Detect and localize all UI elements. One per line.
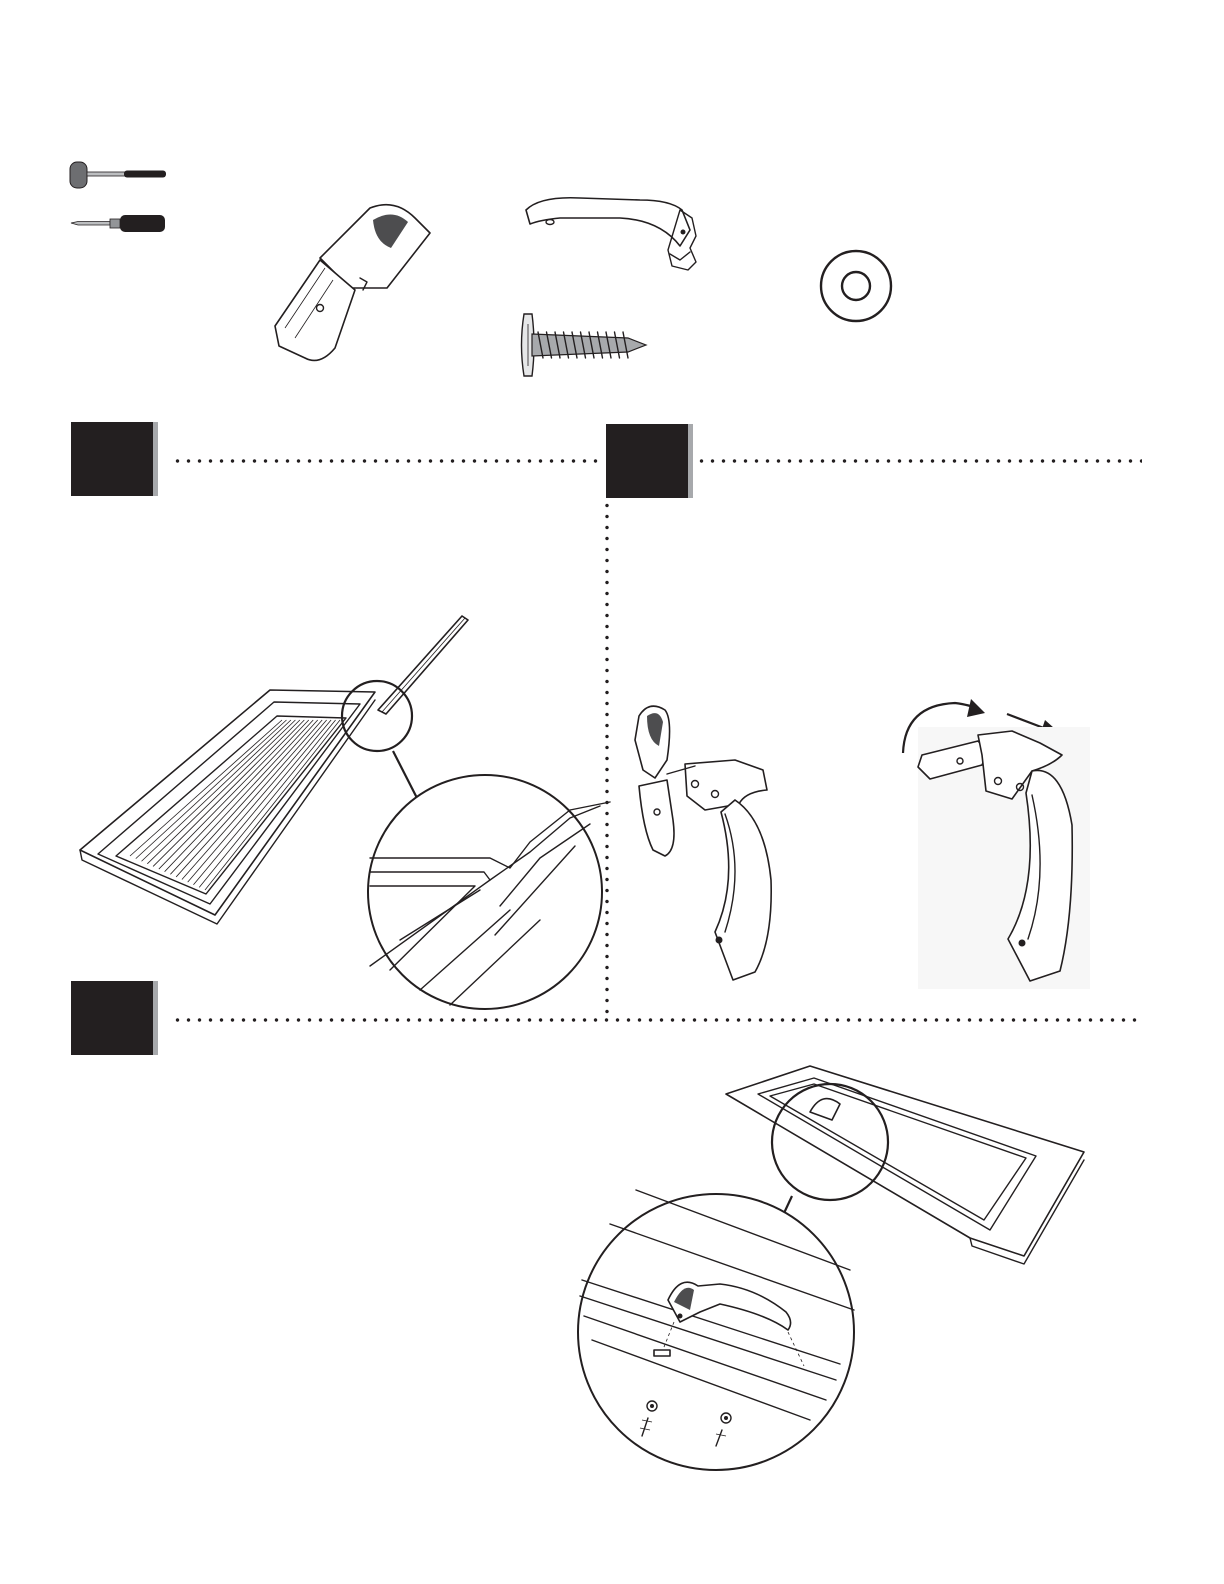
handle-grip-part bbox=[520, 190, 700, 280]
step-marker-2 bbox=[606, 424, 688, 498]
door-handle-install-illustration bbox=[570, 1060, 1090, 1470]
handle-latch-part bbox=[265, 198, 440, 368]
washer-part bbox=[818, 248, 894, 324]
divider-step-1 bbox=[172, 459, 602, 463]
screw-part bbox=[518, 312, 650, 378]
handle-assembly-left bbox=[625, 700, 775, 990]
door-panel-trim-illustration bbox=[70, 610, 610, 1020]
divider-step-2 bbox=[696, 459, 1142, 463]
step-marker-1 bbox=[71, 422, 153, 496]
screwdriver-icon bbox=[70, 212, 170, 236]
rubber-mallet-icon bbox=[68, 160, 168, 192]
handle-assembly-right bbox=[912, 725, 1092, 990]
